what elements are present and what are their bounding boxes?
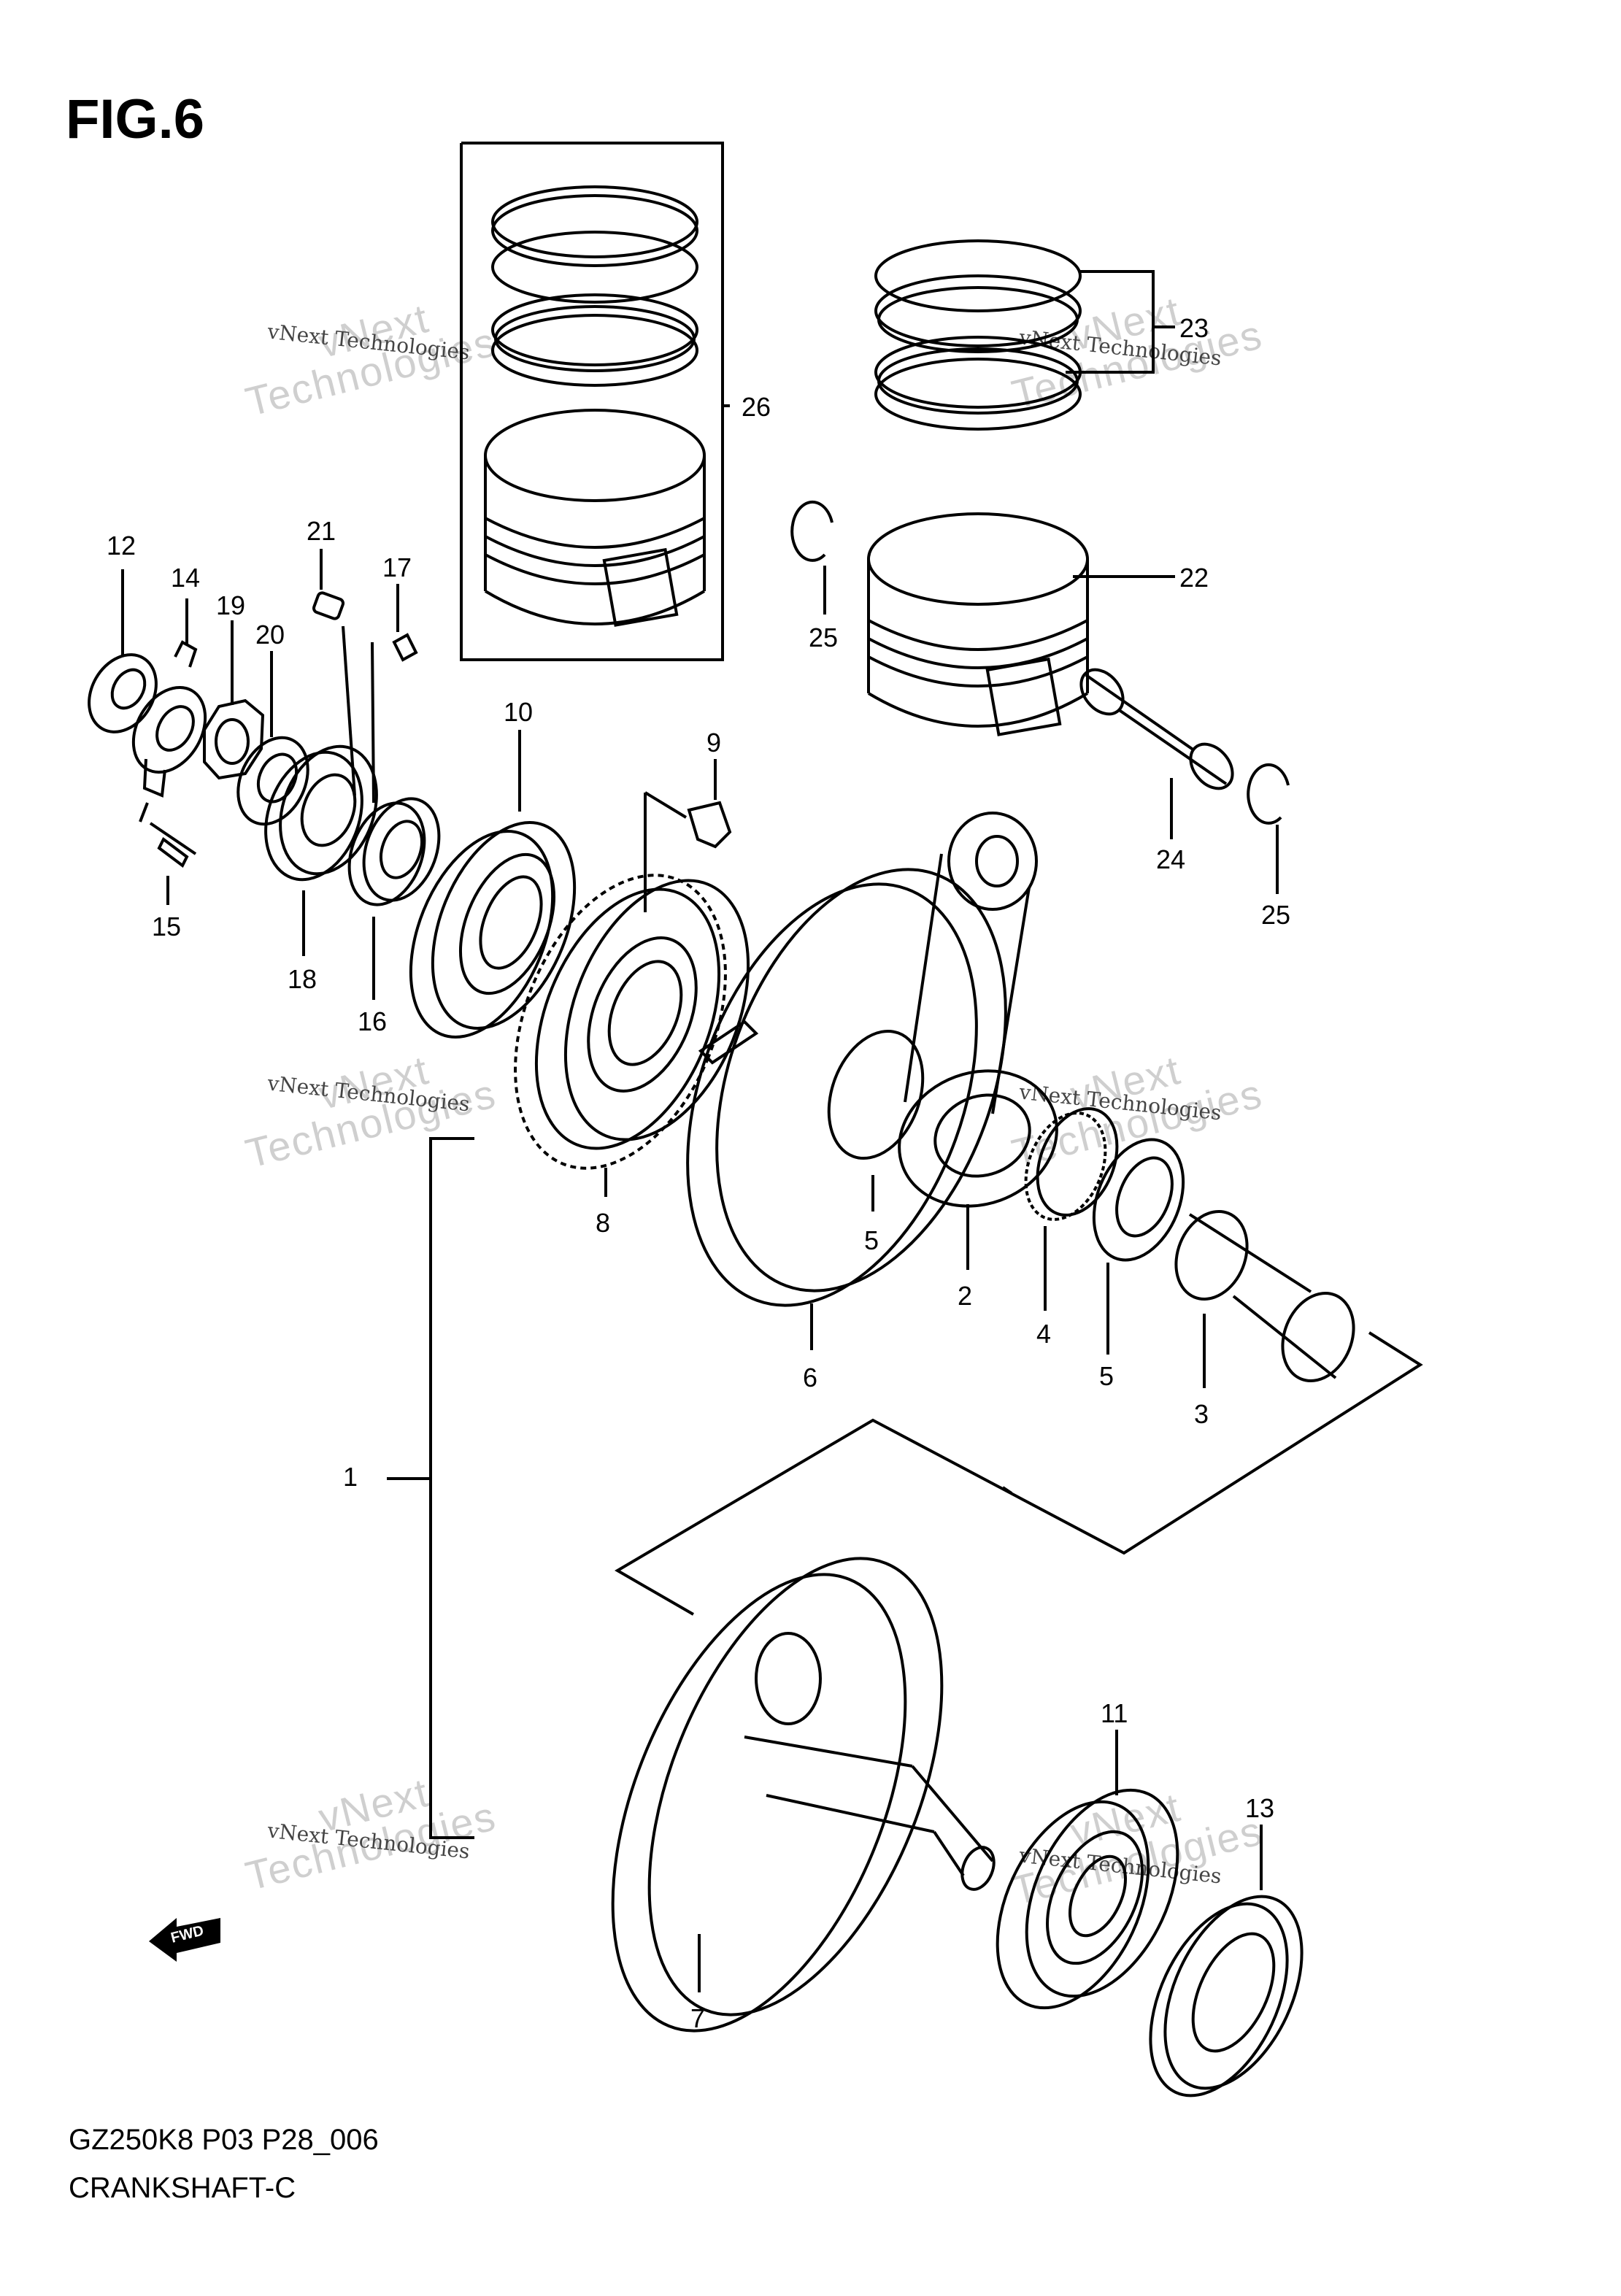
callout-15: 15 — [152, 912, 181, 941]
piston-kit-26 — [460, 142, 724, 661]
screw-15 — [139, 802, 197, 905]
callout-25-left: 25 — [809, 623, 838, 652]
washer-20 — [236, 651, 309, 826]
key-21 — [312, 549, 356, 796]
callout-3: 3 — [1194, 1399, 1209, 1429]
lock-washer-14 — [131, 598, 207, 798]
piston-22 — [867, 512, 1175, 736]
callout-23: 23 — [1179, 313, 1209, 343]
callout-labels: 1 2 3 4 5 5 6 7 8 9 10 11 12 13 14 15 16… — [107, 313, 1290, 2033]
piston-pin-24 — [1079, 668, 1234, 839]
thrust-washer-5 — [1092, 1138, 1185, 1355]
callout-1: 1 — [343, 1462, 358, 1492]
callout-10: 10 — [504, 697, 533, 727]
assembly-bracket-1 — [387, 1137, 474, 1839]
crank-pin-3 — [1174, 1209, 1355, 1388]
crank-web-7 — [611, 1557, 996, 2033]
callout-5-left: 5 — [864, 1225, 879, 1255]
pin-17 — [371, 584, 418, 804]
callout-11: 11 — [1101, 1698, 1128, 1728]
callout-12: 12 — [107, 531, 136, 560]
connecting-rod-2 — [898, 812, 1058, 1270]
callout-20: 20 — [255, 620, 285, 650]
callout-8: 8 — [596, 1208, 610, 1238]
bearing-10 — [409, 730, 577, 1039]
gear-16 — [347, 797, 441, 1000]
callout-9: 9 — [706, 728, 721, 758]
callout-5-right: 5 — [1099, 1361, 1114, 1391]
piston-rings-23 — [874, 239, 1175, 431]
callout-21: 21 — [307, 516, 336, 546]
needle-bearing-4 — [1024, 1107, 1119, 1311]
callout-4: 4 — [1036, 1319, 1051, 1349]
oil-seal-13 — [1149, 1825, 1304, 2097]
circlip-25-left — [790, 500, 833, 615]
callout-19: 19 — [216, 590, 245, 620]
forward-arrow: FWD — [149, 1918, 220, 1962]
callout-16: 16 — [358, 1006, 387, 1036]
callout-2: 2 — [958, 1281, 972, 1311]
callout-17: 17 — [382, 552, 412, 582]
callout-22: 22 — [1179, 563, 1209, 593]
section-name: CRANKSHAFT-C — [69, 2172, 296, 2204]
callout-24: 24 — [1156, 844, 1185, 874]
circlip-25-right — [1247, 763, 1290, 894]
callout-18: 18 — [288, 964, 317, 994]
callout-13: 13 — [1245, 1793, 1274, 1823]
crank-web-6 — [686, 868, 1007, 1350]
callout-14: 14 — [171, 563, 200, 593]
nut-19 — [203, 620, 265, 780]
callout-26: 26 — [742, 392, 771, 422]
model-code: GZ250K8 P03 P28_006 — [69, 2124, 379, 2156]
oil-seal-12 — [88, 569, 158, 733]
callout-6: 6 — [803, 1363, 817, 1392]
gear-18 — [264, 744, 378, 956]
figure-title: FIG.6 — [66, 88, 205, 150]
bearing-11 — [996, 1730, 1179, 2010]
gear-8 — [514, 874, 750, 1197]
callout-7: 7 — [690, 2003, 705, 2033]
callout-25-right: 25 — [1261, 900, 1290, 930]
